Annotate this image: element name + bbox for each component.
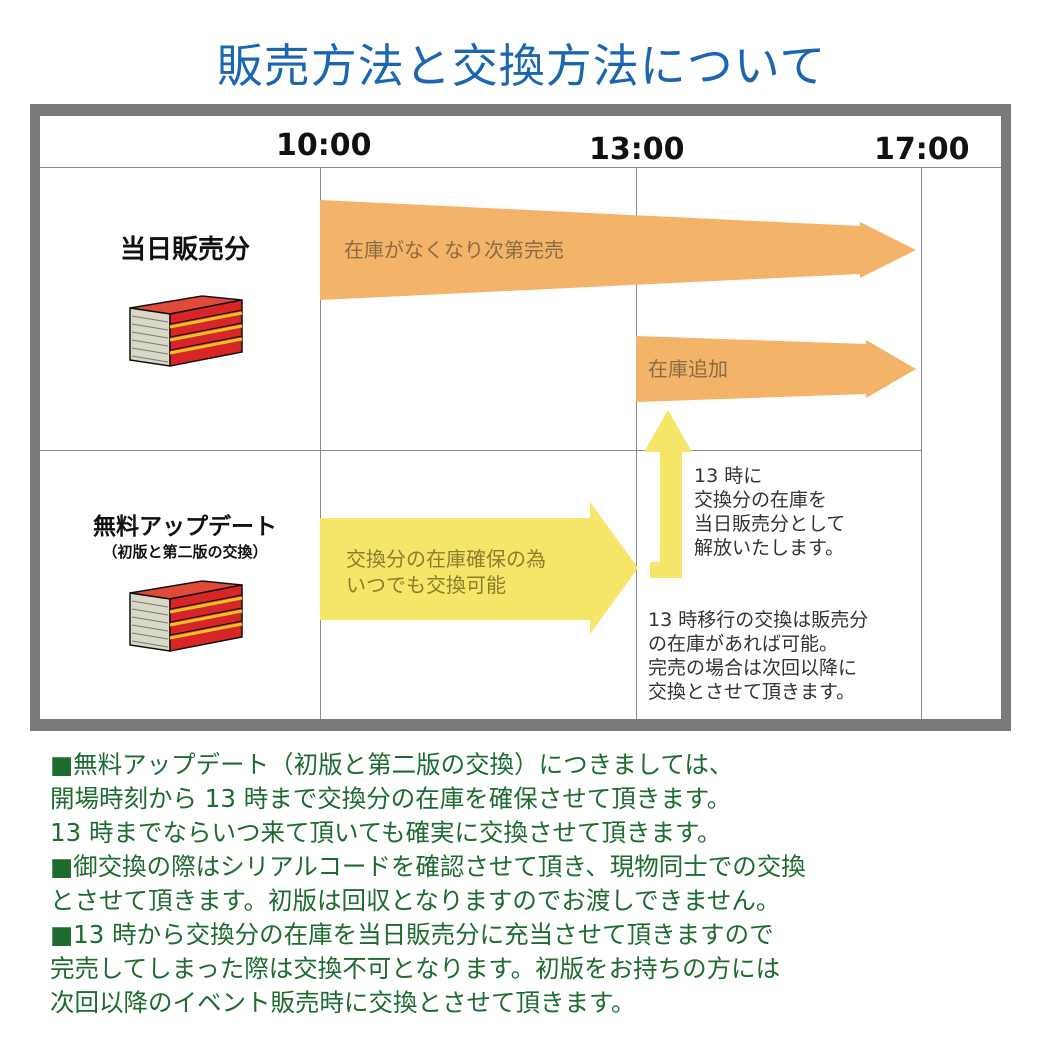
release-note: 13 時に 交換分の在庫を 当日販売分として 解放いたします。	[694, 464, 845, 560]
after-13-note-line: 完売の場合は次回以降に	[648, 657, 858, 679]
release-arrow	[644, 410, 692, 578]
row-label-same-day: 当日販売分	[119, 235, 250, 265]
after-13-note: 13 時移行の交換は販売分 の在庫があれば可能。 完売の場合は次回以降に 交換と…	[648, 608, 868, 704]
stock-added-text: 在庫追加	[648, 357, 728, 381]
bottom-note-1: ■無料アップデート（初版と第二版の交換）につきましては、 開場時刻から 13 時…	[50, 748, 1010, 850]
time-label-1000: 10:00	[276, 128, 372, 163]
bottom-note-line: 完売してしまった際は交換不可となります。初版をお持ちの方には	[50, 954, 781, 983]
grid-line-1700	[921, 167, 922, 719]
sold-out-arrow	[320, 200, 916, 300]
bottom-note-line: ■13 時から交換分の在庫を当日販売分に充当させて頂きますので	[50, 920, 774, 949]
release-note-line: 当日販売分として	[694, 513, 846, 535]
bottom-note-line: ■無料アップデート（初版と第二版の交換）につきましては、	[50, 750, 734, 779]
bottom-note-line: 次回以降のイベント販売時に交換とさせて頂きます。	[50, 988, 636, 1017]
after-13-note-line: 13 時移行の交換は販売分	[648, 609, 869, 631]
after-13-note-line: 交換とさせて頂きます。	[648, 681, 856, 703]
row-sublabel-free-update: （初版と第二版の交換）	[102, 543, 268, 561]
release-note-line: 解放いたします。	[694, 537, 845, 559]
exchange-reserved-text-1: 交換分の在庫確保の為	[346, 547, 546, 571]
header-divider	[40, 167, 1001, 168]
bottom-note-3: ■13 時から交換分の在庫を当日販売分に充当させて頂きますので 完売してしまった…	[50, 918, 1010, 1020]
time-label-1300: 13:00	[589, 132, 685, 167]
bottom-note-line: 13 時までならいつ来て頂いても確実に交換させて頂きます。	[50, 818, 722, 847]
book-stack-icon	[129, 580, 243, 652]
grid-line-1300	[636, 167, 637, 719]
exchange-reserved-text-2: いつでも交換可能	[346, 573, 506, 597]
release-note-line: 13 時に	[694, 465, 763, 487]
page-title: 販売方法と交換方法について	[216, 39, 827, 93]
book-stack-icon	[129, 295, 243, 367]
bottom-note-line: とさせて頂きます。初版は回収となりますのでお渡しできません。	[50, 886, 781, 915]
bottom-note-line: ■御交換の際はシリアルコードを確認させて頂き、現物同士での交換	[50, 852, 806, 881]
bottom-notes: ■無料アップデート（初版と第二版の交換）につきましては、 開場時刻から 13 時…	[50, 748, 1010, 1020]
exchange-reserved-arrow	[320, 502, 638, 634]
row-divider	[40, 450, 922, 451]
bottom-note-2: ■御交換の際はシリアルコードを確認させて頂き、現物同士での交換 とさせて頂きます…	[50, 850, 1010, 918]
sold-out-text: 在庫がなくなり次第完売	[344, 238, 564, 262]
stock-added-arrow	[636, 336, 916, 402]
grid-line-1000	[320, 167, 321, 719]
time-label-1700: 17:00	[874, 132, 970, 167]
bottom-note-line: 開場時刻から 13 時まで交換分の在庫を確保させて頂きます。	[50, 784, 732, 813]
release-note-line: 交換分の在庫を	[694, 489, 828, 511]
after-13-note-line: の在庫があれば可能。	[648, 633, 839, 655]
row-label-free-update: 無料アップデート	[93, 514, 277, 540]
